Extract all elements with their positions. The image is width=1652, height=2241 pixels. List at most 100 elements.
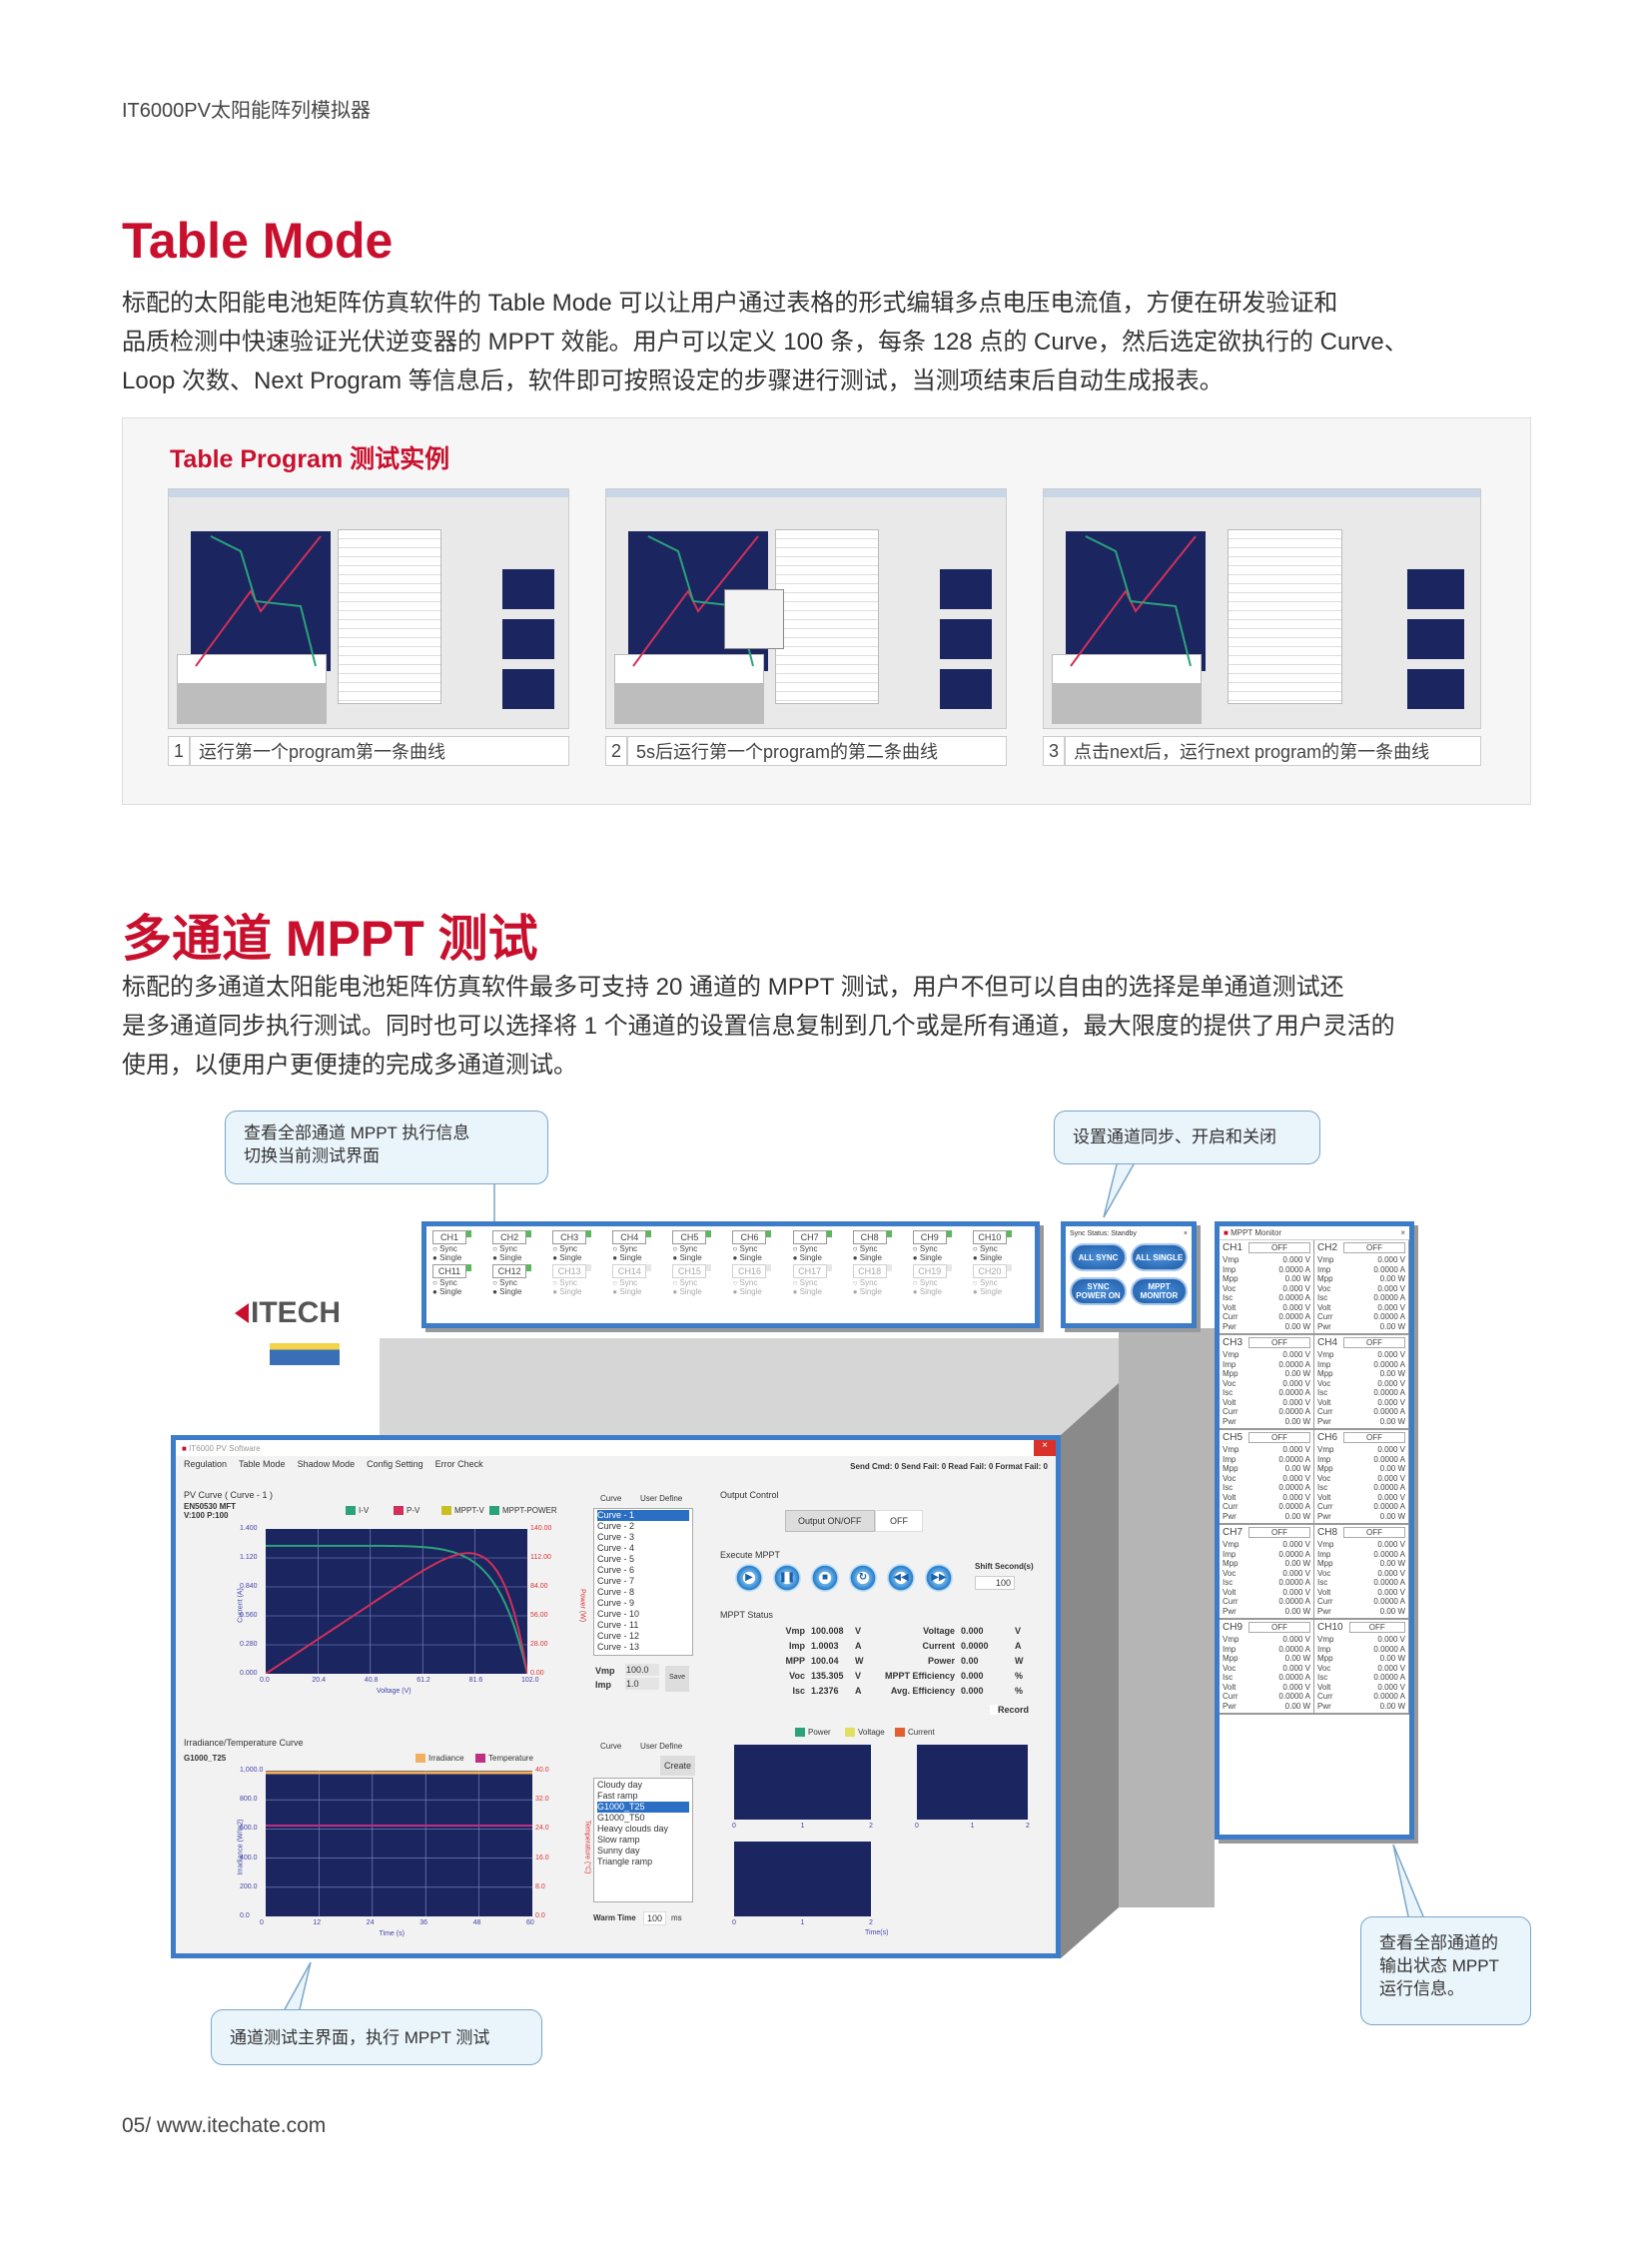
sync-radio[interactable]: ○ Sync [612, 1244, 638, 1253]
output-onoff-button[interactable]: Output ON/OFF [785, 1510, 875, 1532]
channel-button[interactable]: CH7 [792, 1230, 832, 1244]
sync-radio[interactable]: ○ Sync [732, 1278, 758, 1287]
irradiance-list-item[interactable]: Slow ramp [597, 1835, 640, 1845]
curve-tab[interactable]: Curve [600, 1494, 622, 1503]
channel-button[interactable]: CH5 [672, 1230, 712, 1244]
curve-tab[interactable]: User Define [640, 1494, 683, 1503]
channel-item[interactable]: CH10○ Sync● Single [972, 1230, 1029, 1262]
single-radio[interactable]: ● Single [852, 1287, 882, 1296]
channel-button[interactable]: CH16 [732, 1264, 772, 1278]
single-radio[interactable]: ● Single [432, 1287, 462, 1296]
channel-item[interactable]: CH11○ Sync● Single [432, 1264, 488, 1296]
monitor-channel-state[interactable]: OFF [1343, 1242, 1405, 1253]
channel-item[interactable]: CH18○ Sync● Single [852, 1264, 909, 1296]
menu-item[interactable]: Regulation [184, 1459, 228, 1469]
sync-radio[interactable]: ○ Sync [612, 1278, 638, 1287]
single-radio[interactable]: ● Single [552, 1287, 582, 1296]
sync-radio[interactable]: ○ Sync [492, 1244, 517, 1253]
single-radio[interactable]: ● Single [912, 1253, 943, 1262]
channel-button[interactable]: CH2 [492, 1230, 532, 1244]
stop-icon[interactable]: ■ [811, 1564, 839, 1592]
close-button[interactable]: × [1034, 1440, 1056, 1456]
curve-list-item[interactable]: Curve - 13 [597, 1642, 640, 1652]
menu-item[interactable]: Shadow Mode [297, 1459, 356, 1469]
close-icon[interactable]: × [1183, 1230, 1188, 1237]
single-radio[interactable]: ● Single [492, 1287, 522, 1296]
irradiance-list-item[interactable]: Cloudy day [597, 1780, 643, 1790]
irradiance-list-item[interactable]: G1000_T50 [597, 1813, 645, 1823]
channel-item[interactable]: CH17○ Sync● Single [792, 1264, 849, 1296]
channel-button[interactable]: CH13 [552, 1264, 592, 1278]
sync-radio[interactable]: ○ Sync [432, 1244, 457, 1253]
channel-button[interactable]: CH9 [912, 1230, 952, 1244]
channel-button[interactable]: CH8 [852, 1230, 892, 1244]
single-radio[interactable]: ● Single [732, 1287, 762, 1296]
channel-item[interactable]: CH16○ Sync● Single [732, 1264, 788, 1296]
menu-item[interactable]: Table Mode [239, 1459, 286, 1469]
sync-radio[interactable]: ○ Sync [972, 1244, 998, 1253]
previous-icon[interactable]: ◀◀ [887, 1564, 915, 1592]
irr-tab[interactable]: User Define [640, 1742, 683, 1751]
menu-item[interactable]: Error Check [434, 1459, 483, 1469]
all-sync-button[interactable]: ALL SYNC [1070, 1243, 1127, 1271]
channel-button[interactable]: CH18 [852, 1264, 892, 1278]
channel-item[interactable]: CH2○ Sync● Single [492, 1230, 548, 1262]
sync-radio[interactable]: ○ Sync [792, 1278, 818, 1287]
monitor-channel-state[interactable]: OFF [1248, 1622, 1310, 1633]
irradiance-list-item[interactable]: Sunny day [597, 1846, 640, 1856]
channel-item[interactable]: CH8○ Sync● Single [852, 1230, 909, 1262]
monitor-channel-state[interactable]: OFF [1248, 1242, 1310, 1253]
monitor-channel-state[interactable]: OFF [1343, 1432, 1405, 1443]
curve-list-item[interactable]: Curve - 12 [597, 1631, 640, 1641]
single-radio[interactable]: ● Single [552, 1253, 582, 1262]
channel-item[interactable]: CH6○ Sync● Single [732, 1230, 788, 1262]
curve-list-item[interactable]: Curve - 1 [597, 1510, 689, 1521]
channel-item[interactable]: CH1○ Sync● Single [432, 1230, 488, 1262]
channel-item[interactable]: CH9○ Sync● Single [912, 1230, 969, 1262]
curve-list-item[interactable]: Curve - 4 [597, 1543, 635, 1553]
sync-radio[interactable]: ○ Sync [792, 1244, 818, 1253]
single-radio[interactable]: ● Single [792, 1253, 822, 1262]
curve-list-item[interactable]: Curve - 11 [597, 1620, 639, 1630]
vmp-input[interactable]: 100.0 [625, 1664, 659, 1676]
single-radio[interactable]: ● Single [432, 1253, 462, 1262]
irradiance-list-item[interactable]: Fast ramp [597, 1791, 638, 1801]
sync-radio[interactable]: ○ Sync [732, 1244, 758, 1253]
channel-button[interactable]: CH6 [732, 1230, 772, 1244]
channel-item[interactable]: CH14○ Sync● Single [612, 1264, 668, 1296]
single-radio[interactable]: ● Single [732, 1253, 762, 1262]
all-single-button[interactable]: ALL SINGLE [1131, 1243, 1188, 1271]
monitor-channel-state[interactable]: OFF [1343, 1527, 1405, 1538]
channel-item[interactable]: CH20○ Sync● Single [972, 1264, 1029, 1296]
monitor-channel-state[interactable]: OFF [1248, 1527, 1310, 1538]
sync-radio[interactable]: ○ Sync [552, 1278, 578, 1287]
single-radio[interactable]: ● Single [972, 1287, 1003, 1296]
imp-input[interactable]: 1.0 [625, 1678, 659, 1690]
sync-radio[interactable]: ○ Sync [492, 1278, 517, 1287]
warm-time-input[interactable]: 100 [643, 1911, 667, 1925]
channel-item[interactable]: CH15○ Sync● Single [672, 1264, 728, 1296]
channel-button[interactable]: CH14 [612, 1264, 652, 1278]
sync-power-on-button[interactable]: SYNC POWER ON [1070, 1277, 1127, 1305]
irradiance-list-item[interactable]: G1000_T25 [597, 1802, 689, 1813]
irr-tab[interactable]: Curve [600, 1742, 622, 1751]
curve-list-item[interactable]: Curve - 2 [597, 1521, 635, 1531]
single-radio[interactable]: ● Single [672, 1253, 702, 1262]
sync-radio[interactable]: ○ Sync [552, 1244, 578, 1253]
mppt-monitor-button[interactable]: MPPT MONITOR [1131, 1277, 1188, 1305]
single-radio[interactable]: ● Single [972, 1253, 1003, 1262]
channel-item[interactable]: CH19○ Sync● Single [912, 1264, 969, 1296]
single-radio[interactable]: ● Single [852, 1253, 882, 1262]
channel-button[interactable]: CH20 [972, 1264, 1012, 1278]
curve-list-item[interactable]: Curve - 3 [597, 1532, 635, 1542]
single-radio[interactable]: ● Single [792, 1287, 822, 1296]
curve-list-item[interactable]: Curve - 7 [597, 1576, 635, 1586]
irradiance-list-item[interactable]: Heavy clouds day [597, 1824, 669, 1834]
channel-item[interactable]: CH3○ Sync● Single [552, 1230, 608, 1262]
curve-list-item[interactable]: Curve - 10 [597, 1609, 640, 1619]
channel-button[interactable]: CH15 [672, 1264, 712, 1278]
sync-radio[interactable]: ○ Sync [432, 1278, 457, 1287]
curve-list-item[interactable]: Curve - 9 [597, 1598, 635, 1608]
single-radio[interactable]: ● Single [672, 1287, 702, 1296]
